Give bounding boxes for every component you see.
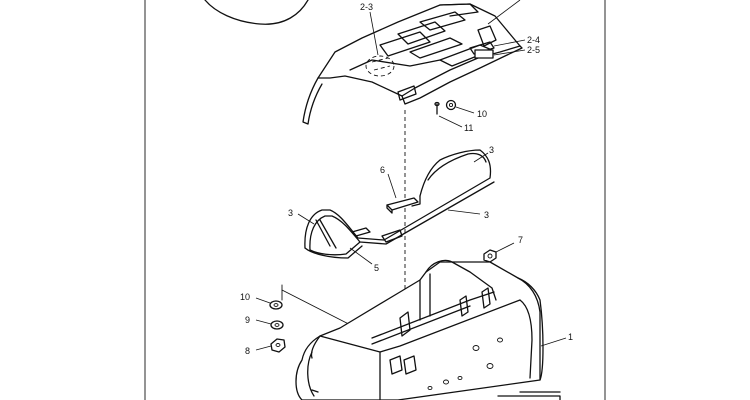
callout-2-3: 2-3 [360,2,373,12]
base-housing [295,259,561,400]
nut-7 [483,249,497,263]
leader-2-4 [493,39,526,47]
seat-frame-assembly [304,149,495,259]
callout-2-4: 2-4 [527,35,540,45]
leader-2-top [487,0,521,25]
leader-3-left [297,213,315,225]
leader-6 [387,173,397,199]
washer-10-top [445,99,457,111]
callout-2-5: 2-5 [527,45,540,55]
callout-5: 5 [374,263,379,273]
leader-8 [255,345,272,351]
callout-8: 8 [245,346,250,356]
nut-8 [270,338,286,353]
leader-7 [495,242,515,253]
callout-3-left: 3 [288,208,293,218]
callout-1: 1 [568,332,573,342]
seat-cushion-partial [204,0,309,25]
leader-1 [540,337,567,347]
leader-2-5 [493,49,526,56]
callout-9: 9 [245,315,250,325]
leader-10-bottom [255,297,271,304]
callout-10-bottom: 10 [240,292,250,302]
leader-5 [349,247,373,265]
callout-7: 7 [518,235,523,245]
callout-10-top: 10 [477,109,487,119]
lock-washer-9 [270,320,284,330]
leader-10-top [455,106,475,114]
callout-3-top: 3 [489,145,494,155]
seat-pan-assembly [302,3,523,125]
leader-9 [255,319,272,325]
callout-3-right: 3 [484,210,489,220]
leader-3-right [447,209,481,215]
leader-11 [438,115,463,128]
leader-2-3 [369,11,379,56]
callout-6: 6 [380,165,385,175]
leader-3-top [473,152,489,163]
washer-10-bottom [269,300,283,310]
callout-11: 11 [464,123,473,133]
pin-11 [434,101,440,115]
